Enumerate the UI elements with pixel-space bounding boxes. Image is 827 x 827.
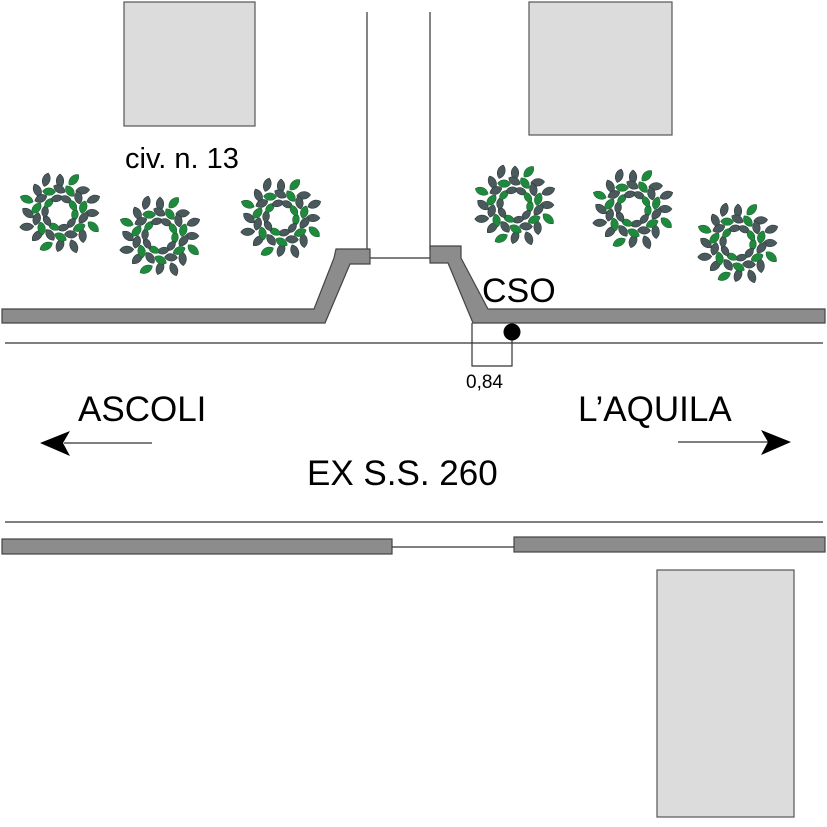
building-top-left bbox=[123, 1, 256, 127]
measurement-label: 0,84 bbox=[466, 372, 503, 393]
tree-icon bbox=[696, 201, 780, 285]
arrow-left-icon bbox=[40, 431, 152, 456]
direction-right-label: L’AQUILA bbox=[578, 390, 732, 429]
building-top-right bbox=[528, 1, 673, 136]
house-number-label: civ. n. 13 bbox=[125, 143, 239, 175]
tree-icon bbox=[473, 163, 557, 247]
tree-icon bbox=[591, 167, 675, 251]
curb-bottom-right bbox=[513, 536, 826, 553]
measurement-bracket bbox=[471, 323, 513, 367]
direction-left-label: ASCOLI bbox=[78, 390, 207, 429]
road-name-label: EX S.S. 260 bbox=[307, 454, 498, 493]
tree-icon bbox=[18, 171, 102, 255]
tree-icon bbox=[118, 194, 202, 278]
curb-bottom-left bbox=[1, 538, 393, 555]
arrow-right-icon bbox=[678, 430, 791, 455]
tree-icon bbox=[239, 176, 323, 260]
marker-dot-icon bbox=[503, 323, 521, 341]
marker-label: CSO bbox=[482, 272, 556, 310]
building-bottom-right bbox=[656, 569, 795, 818]
curb-top-left bbox=[1, 248, 371, 324]
curb-top-right bbox=[429, 245, 826, 324]
